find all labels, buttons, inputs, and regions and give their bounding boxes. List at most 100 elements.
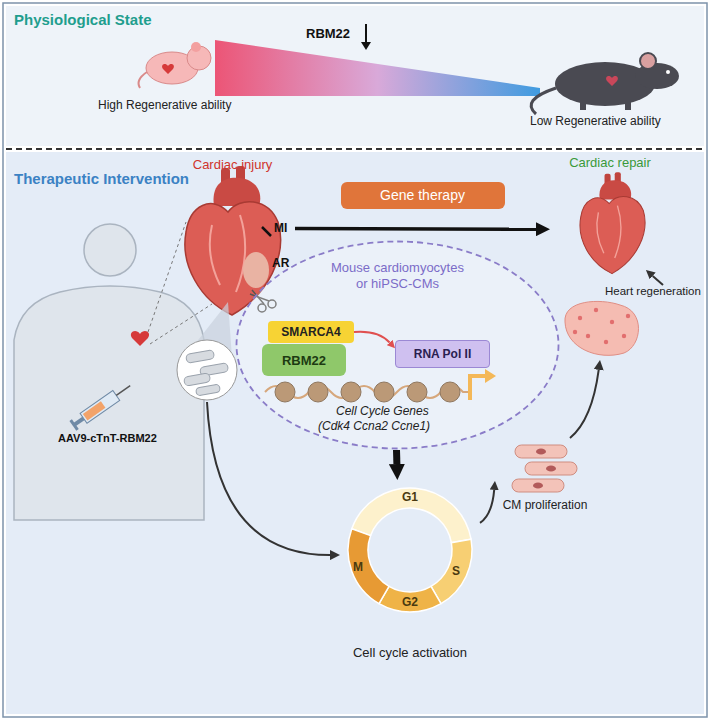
therapy-box: Gene therapy bbox=[341, 182, 505, 209]
syringe bbox=[69, 381, 133, 431]
node-text: Cell cycle activation bbox=[340, 645, 480, 660]
proliferating-cardiomyocytes bbox=[525, 462, 577, 475]
connector-arrow bbox=[354, 332, 390, 343]
proliferating-cardiomyocytes bbox=[512, 479, 564, 492]
leader-lines bbox=[148, 222, 186, 332]
connector-arrow bbox=[295, 227, 536, 231]
adult-mouse bbox=[531, 88, 556, 114]
syringe bbox=[83, 401, 106, 420]
regenerated-tissue bbox=[604, 340, 608, 344]
adult-mouse bbox=[531, 53, 679, 114]
node-text: Mouse cardiomyocytes or hiPSC-CMs bbox=[325, 260, 470, 292]
neonatal-mouse bbox=[139, 42, 211, 88]
annotation-label: RBM22 bbox=[306, 26, 350, 41]
node-text: G2 bbox=[402, 595, 418, 609]
connector-arrow bbox=[393, 450, 400, 464]
annotation-label: (Cdk4 Ccna2 Ccne1) bbox=[318, 419, 430, 433]
human-figure bbox=[14, 286, 204, 520]
connector-arrow bbox=[480, 490, 494, 523]
proliferating-cardiomyocytes bbox=[536, 449, 546, 455]
protein-box: SMARCA4 bbox=[268, 321, 354, 343]
protein-box: RBM22 bbox=[262, 344, 346, 376]
zoom-circle bbox=[186, 350, 215, 364]
annotation-label: AR bbox=[272, 256, 289, 270]
cycle-phase-segment bbox=[348, 529, 389, 604]
node-text: Cardiac injury bbox=[170, 157, 295, 172]
annotation-label: AAV9-cTnT-RBM22 bbox=[58, 432, 157, 444]
connector-arrow bbox=[570, 370, 599, 438]
zoom-circle bbox=[177, 340, 237, 400]
zoom-circle bbox=[184, 373, 211, 386]
node-text: Cardiac repair bbox=[550, 155, 670, 170]
neonatal-mouse bbox=[191, 42, 201, 52]
protein-box: RNA Pol II bbox=[395, 340, 490, 368]
repaired-heart-node: Cardiac repair bbox=[550, 153, 670, 270]
syringe bbox=[80, 390, 120, 423]
proliferating-cardiomyocytes bbox=[512, 445, 577, 492]
node-text: Physiological State bbox=[14, 11, 152, 28]
infarct-zone bbox=[243, 252, 269, 288]
panel-divider bbox=[6, 148, 704, 150]
nucleus-ellipse: Mouse cardiomyocytes or hiPSC-CMsSMARCA4… bbox=[235, 240, 560, 450]
connector-arrow bbox=[653, 276, 663, 285]
regenerated-tissue bbox=[578, 316, 582, 320]
regenerated-tissue bbox=[626, 314, 630, 318]
gradient-wedge bbox=[215, 40, 540, 96]
down-arrow bbox=[365, 24, 367, 44]
node-text: RNA Pol II bbox=[414, 347, 472, 361]
node-text: G1 bbox=[402, 490, 418, 504]
cycle-phase-segment bbox=[431, 539, 472, 603]
node-text: RBM22 bbox=[282, 353, 326, 368]
regeneration-node: Heart regeneration bbox=[555, 285, 705, 360]
top-panel-fill bbox=[6, 6, 704, 146]
regenerated-tissue bbox=[573, 330, 577, 334]
neonatal-mouse bbox=[139, 72, 147, 88]
proliferation-node: CM proliferation bbox=[495, 438, 595, 516]
adult-mouse bbox=[606, 76, 618, 86]
human-figure bbox=[14, 224, 204, 520]
repaired-heart bbox=[580, 172, 645, 273]
ligature bbox=[262, 227, 271, 236]
cell-cycle-ring: G1S G2 M Cell cycle activation bbox=[340, 480, 480, 675]
proliferating-cardiomyocytes bbox=[546, 466, 556, 472]
regenerated-tissue bbox=[586, 334, 590, 338]
neonatal-mouse bbox=[162, 64, 174, 74]
annotation-label: MI bbox=[274, 221, 287, 235]
nucleus-outline bbox=[237, 242, 559, 449]
adult-mouse bbox=[580, 100, 586, 110]
annotation-label: Low Regenerative ability bbox=[530, 114, 661, 128]
zoom-circle bbox=[177, 340, 237, 400]
node-text: Therapeutic Intervention bbox=[14, 170, 189, 187]
down-arrow bbox=[361, 24, 371, 50]
zoom-circle bbox=[195, 384, 220, 396]
bottom-panel-fill bbox=[6, 152, 704, 714]
regenerated-tissue bbox=[610, 320, 614, 324]
adult-mouse bbox=[625, 100, 631, 110]
regenerated-tissue bbox=[565, 301, 639, 355]
proliferating-cardiomyocytes bbox=[515, 445, 567, 458]
regenerated-tissue bbox=[594, 308, 598, 312]
annotation-label: High Regenerative ability bbox=[98, 98, 231, 112]
down-arrow bbox=[361, 42, 371, 50]
node-text: S bbox=[452, 564, 460, 578]
adult-mouse bbox=[666, 70, 670, 74]
cycle-phase-segment bbox=[379, 586, 441, 612]
regenerated-tissue bbox=[622, 334, 626, 338]
node-text: SMARCA4 bbox=[281, 325, 340, 339]
node-text: M bbox=[353, 560, 363, 574]
proliferating-cardiomyocytes bbox=[533, 483, 543, 489]
node-text: CM proliferation bbox=[495, 498, 595, 512]
human-figure bbox=[84, 224, 136, 276]
adult-mouse bbox=[640, 53, 656, 69]
syringe bbox=[69, 419, 78, 431]
annotation-label: Cell Cycle Genes bbox=[336, 404, 429, 418]
chest-heart bbox=[131, 331, 149, 346]
outer-frame bbox=[3, 3, 707, 717]
node-text: Heart regeneration bbox=[605, 285, 705, 297]
connector-arrow bbox=[207, 402, 330, 555]
syringe bbox=[116, 386, 130, 396]
